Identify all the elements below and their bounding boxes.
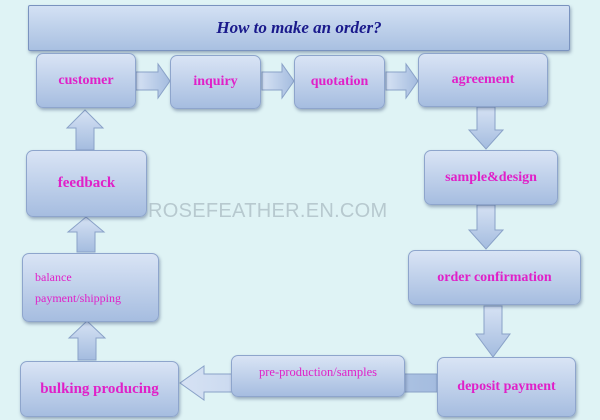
step-pre-production-label: pre-production/samples bbox=[258, 365, 378, 379]
arrow-sample-to-confirmation bbox=[467, 204, 505, 250]
step-sample-design: sample&design bbox=[424, 150, 558, 205]
step-pre-production: pre-production/samples bbox=[231, 355, 405, 397]
step-balance-label-line2: payment/shipping bbox=[35, 290, 121, 305]
step-balance-payment-shipping: balance payment/shipping bbox=[22, 253, 159, 322]
diagram-title: How to make an order? bbox=[216, 18, 382, 37]
arrow-customer-to-inquiry bbox=[135, 62, 171, 100]
step-bulking-producing-label: bulking producing bbox=[40, 380, 159, 397]
step-order-confirmation: order confirmation bbox=[408, 250, 581, 305]
title-bar: How to make an order? bbox=[28, 5, 570, 51]
step-feedback-label: feedback bbox=[57, 175, 116, 191]
arrow-confirmation-to-deposit bbox=[475, 305, 511, 358]
arrow-feedback-to-customer bbox=[65, 109, 105, 151]
arrow-inquiry-to-quotation bbox=[261, 62, 295, 100]
step-quotation-label: quotation bbox=[310, 74, 369, 89]
step-feedback: feedback bbox=[26, 150, 147, 217]
arrow-agreement-to-sample bbox=[467, 106, 505, 150]
step-bulking-producing: bulking producing bbox=[20, 361, 179, 417]
step-agreement: agreement bbox=[418, 53, 548, 107]
arrow-quotation-to-agreement bbox=[385, 62, 419, 100]
step-deposit-payment-label: deposit payment bbox=[457, 379, 556, 394]
step-sample-design-label: sample&design bbox=[445, 169, 537, 185]
step-order-confirmation-label: order confirmation bbox=[437, 269, 552, 285]
step-customer: customer bbox=[36, 53, 136, 108]
step-agreement-label: agreement bbox=[451, 72, 515, 87]
step-customer-label: customer bbox=[58, 72, 114, 88]
arrow-balance-to-feedback bbox=[66, 216, 106, 253]
step-balance-label-line1: balance bbox=[35, 269, 72, 284]
step-quotation: quotation bbox=[294, 55, 385, 109]
watermark-text: ROSEFEATHER.EN.COM bbox=[148, 200, 388, 222]
arrow-bulking-to-balance bbox=[67, 320, 107, 361]
step-inquiry-label: inquiry bbox=[193, 74, 238, 89]
step-deposit-payment: deposit payment bbox=[437, 357, 576, 417]
step-inquiry: inquiry bbox=[170, 55, 261, 109]
